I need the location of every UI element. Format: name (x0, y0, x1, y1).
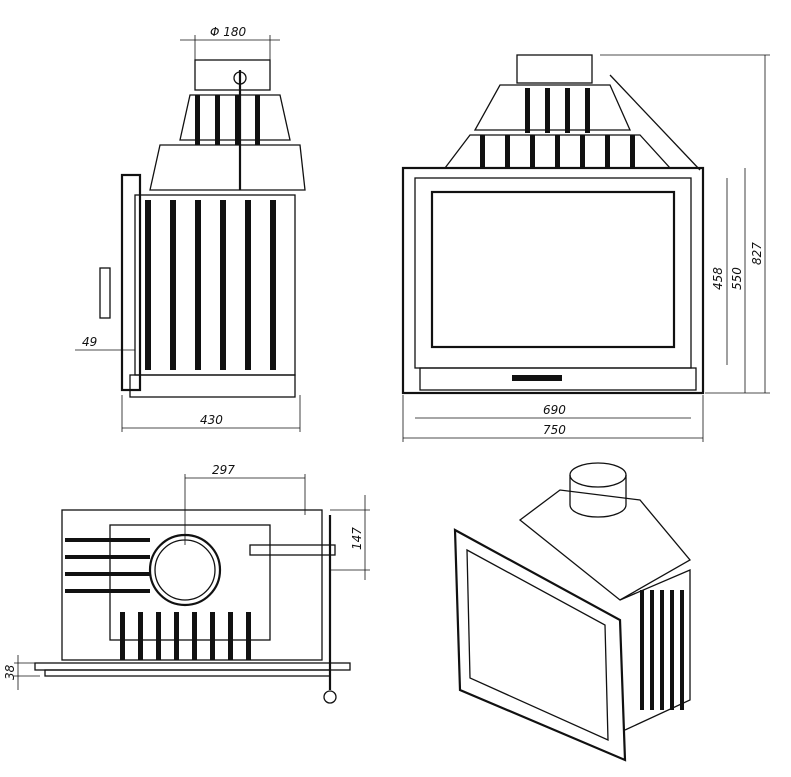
front-ribs (480, 88, 635, 168)
glass-panel (466, 548, 609, 742)
side-view (99, 59, 306, 398)
rib (505, 135, 510, 168)
top-dimensions: 297 147 38 (3, 463, 370, 690)
door-handle (99, 267, 111, 319)
rib (530, 135, 535, 168)
rib (174, 612, 179, 660)
rib (565, 88, 570, 133)
rib (680, 590, 684, 710)
glass-panel (430, 190, 676, 349)
flue-inner (154, 539, 216, 601)
rib (195, 200, 201, 370)
dim-flue-offset: 297 (212, 463, 235, 477)
rib (660, 590, 664, 710)
rib (245, 200, 251, 370)
rib (215, 95, 220, 145)
dim-total-height: 827 (750, 242, 764, 265)
rib (670, 590, 674, 710)
door-frame (414, 177, 692, 369)
hood-outline (109, 524, 271, 641)
dim-flue-diameter: Φ 180 (210, 25, 247, 39)
dim-depth: 430 (200, 413, 223, 427)
lower-hood (149, 144, 306, 191)
rib (235, 95, 240, 145)
rib (170, 200, 176, 370)
damper-rod (609, 74, 701, 171)
damper-lever (249, 544, 336, 556)
rib (192, 612, 197, 660)
rib (480, 135, 485, 168)
top-view (34, 509, 351, 704)
rib (65, 589, 150, 593)
rib (220, 200, 226, 370)
rib (138, 612, 143, 660)
rib (65, 555, 150, 559)
rib (630, 135, 635, 168)
rib (145, 200, 151, 370)
dim-total-width: 750 (543, 423, 566, 437)
rib (255, 95, 260, 145)
upper-hood (179, 94, 291, 141)
side-body (619, 569, 691, 731)
hood (518, 489, 691, 601)
rib (585, 88, 590, 133)
side-dimensions: Φ 180 49 430 (75, 25, 301, 432)
iso-ribs (640, 590, 684, 710)
rib (580, 135, 585, 168)
flue-top (569, 462, 627, 488)
front-dimensions: 690 750 458 550 827 (402, 54, 770, 442)
door-edge (44, 669, 331, 677)
side-ribs (145, 95, 276, 370)
front-frame (453, 528, 627, 762)
rib (228, 612, 233, 660)
rib (210, 612, 215, 660)
rib (270, 200, 276, 370)
flue-collar (516, 54, 593, 84)
outer-frame (401, 166, 705, 395)
base-plinth (129, 374, 296, 398)
rib (650, 590, 654, 710)
flue-collar (194, 59, 271, 91)
dim-glass-height: 458 (711, 267, 725, 290)
air-regulator (512, 375, 562, 381)
upper-hood (473, 84, 632, 131)
rib (120, 612, 125, 660)
rib (545, 88, 550, 133)
door-frame (120, 173, 142, 392)
ash-drawer-panel (419, 367, 697, 391)
rib (156, 612, 161, 660)
rib (525, 88, 530, 133)
isometric-view (453, 462, 691, 762)
front-view (401, 54, 705, 395)
damper-knob (323, 690, 337, 704)
damper-knob (233, 71, 247, 85)
dim-flue-depth: 147 (350, 527, 364, 550)
dim-side-offset: 49 (82, 335, 97, 349)
rib (65, 572, 150, 576)
rib (605, 135, 610, 168)
rib (640, 590, 644, 710)
flue-collar (569, 475, 627, 518)
flue-outlet (148, 533, 222, 607)
dim-base-height: 38 (3, 664, 17, 680)
top-ribs (65, 538, 251, 660)
rib (246, 612, 251, 660)
rib (65, 538, 150, 542)
front-frame (34, 662, 351, 671)
dim-door-width: 690 (543, 403, 566, 417)
rib (195, 95, 200, 145)
dim-door-height: 550 (730, 267, 744, 290)
rib (555, 135, 560, 168)
